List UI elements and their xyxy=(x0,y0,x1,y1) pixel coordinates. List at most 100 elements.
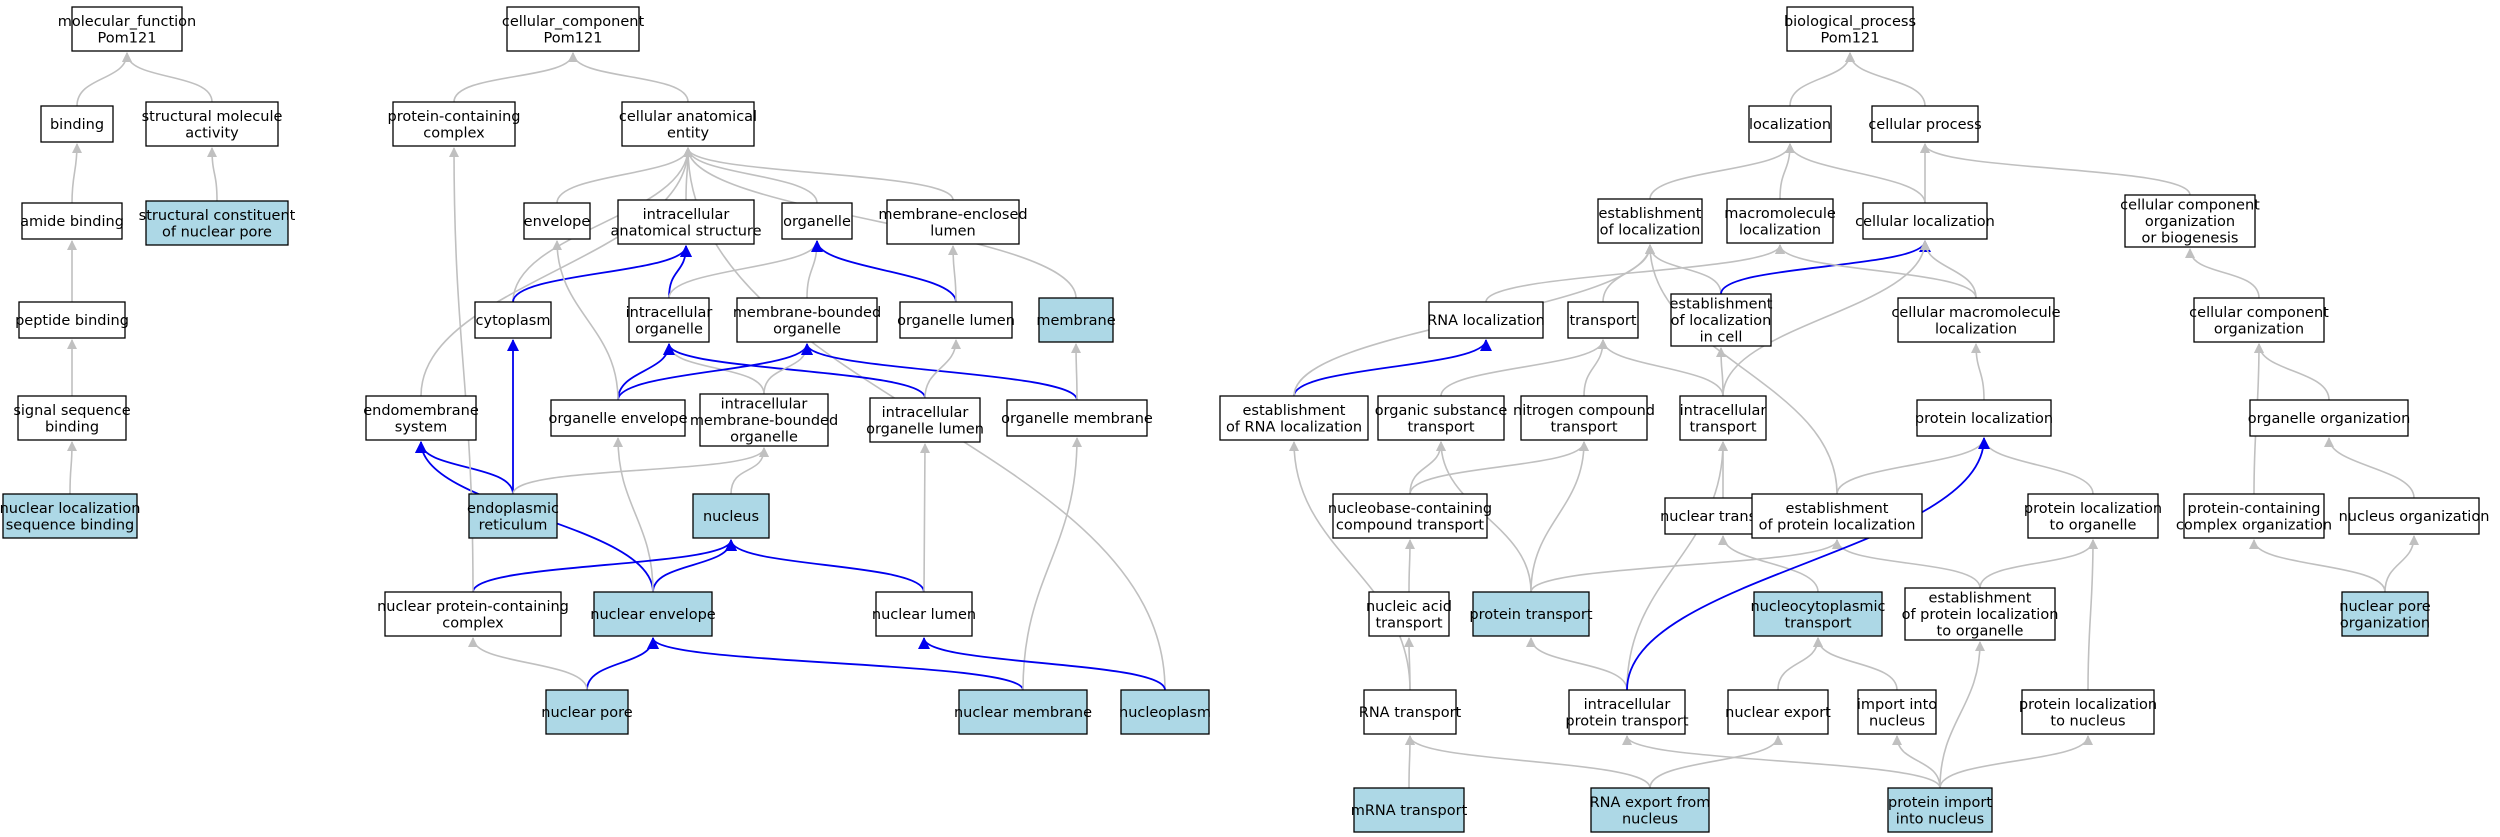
node-nucleus[interactable]: nucleus xyxy=(692,493,770,539)
node-protein-localization[interactable]: protein localization xyxy=(1915,399,2053,437)
node-membrane[interactable]: membrane xyxy=(1036,297,1116,343)
node-organelle-lumen[interactable]: organelle lumen xyxy=(897,301,1015,339)
node-box xyxy=(1751,493,1923,539)
edge-nitrogen-compound-transport-to-transport xyxy=(1583,339,1608,397)
node-box xyxy=(2249,399,2409,437)
edge-organelle-envelope-to-intracellular-organelle xyxy=(617,343,675,401)
node-amide-binding[interactable]: amide binding xyxy=(20,202,124,240)
node-box xyxy=(1897,297,2055,343)
node-label-line: organelle xyxy=(773,321,841,337)
node-box xyxy=(899,301,1013,339)
node-box xyxy=(506,6,640,52)
node-rna-transport[interactable]: RNA transport xyxy=(1359,689,1462,735)
edge-organelle-to-cellular-anatomical-entity xyxy=(683,147,818,204)
node-box xyxy=(1670,293,1772,347)
node-box xyxy=(18,301,126,339)
node-label-line: nuclear protein-containing xyxy=(377,599,569,615)
node-label-line: intracellular xyxy=(721,397,808,413)
node-label-line: organelle envelope xyxy=(548,411,687,427)
node-envelope[interactable]: envelope xyxy=(523,202,591,240)
node-localization[interactable]: localization xyxy=(1748,105,1832,143)
node-label-line: complex organization xyxy=(2176,517,2332,533)
node-box xyxy=(1368,591,1450,637)
node-label-line: binding xyxy=(50,117,104,133)
node-box xyxy=(692,493,770,539)
node-transport[interactable]: transport xyxy=(1567,301,1639,339)
node-organelle-membrane[interactable]: organelle membrane xyxy=(1001,399,1153,437)
node-cellular-localization[interactable]: cellular localization xyxy=(1855,202,1995,240)
node-label-line: protein-containing xyxy=(2187,501,2320,517)
node-nuclear-envelope[interactable]: nuclear envelope xyxy=(590,591,716,637)
node-peptide-binding[interactable]: peptide binding xyxy=(15,301,129,339)
node-protein-transport[interactable]: protein transport xyxy=(1469,591,1593,637)
node-label-line: organization xyxy=(2214,321,2304,337)
node-cellular-process[interactable]: cellular process xyxy=(1868,105,1982,143)
node-box xyxy=(1353,787,1465,833)
node-organelle[interactable]: organelle xyxy=(781,202,853,240)
node-nucleoplasm[interactable]: nucleoplasm xyxy=(1119,689,1211,735)
node-label-line: in cell xyxy=(1700,330,1743,346)
node-rna-localization[interactable]: RNA localization xyxy=(1427,301,1545,339)
node-label-line: amide binding xyxy=(20,214,124,230)
node-organelle-envelope[interactable]: organelle envelope xyxy=(548,399,688,437)
node-nucleus-organization[interactable]: nucleus organization xyxy=(2339,497,2490,535)
edge-establishment-of-localization-to-localization xyxy=(1649,143,1795,200)
node-mrna-transport[interactable]: mRNA transport xyxy=(1351,787,1468,833)
node-nuclear-pore[interactable]: nuclear pore xyxy=(541,689,633,735)
node-nuclear-lumen[interactable]: nuclear lumen xyxy=(872,591,976,637)
node-box xyxy=(384,591,562,637)
edge-endomembrane-system-to-cellular-anatomical-entity xyxy=(420,147,693,397)
node-binding[interactable]: binding xyxy=(40,105,114,143)
node-label-line: organelle organization xyxy=(2248,411,2411,427)
edge-cellular-macromolecule-localization-to-macromolecule-localization xyxy=(1775,244,1977,299)
node-cytoplasm[interactable]: cytoplasm xyxy=(474,301,552,339)
node-organelle-organization[interactable]: organelle organization xyxy=(2248,399,2411,437)
edge-membrane-enclosed-lumen-to-cellular-anatomical-entity xyxy=(683,147,954,201)
node-nuclear-membrane[interactable]: nuclear membrane xyxy=(954,689,1092,735)
node-label-line: organelle xyxy=(730,430,798,446)
node-label-line: or biogenesis xyxy=(2142,231,2239,247)
node-nuclear-export[interactable]: nuclear export xyxy=(1725,689,1831,735)
